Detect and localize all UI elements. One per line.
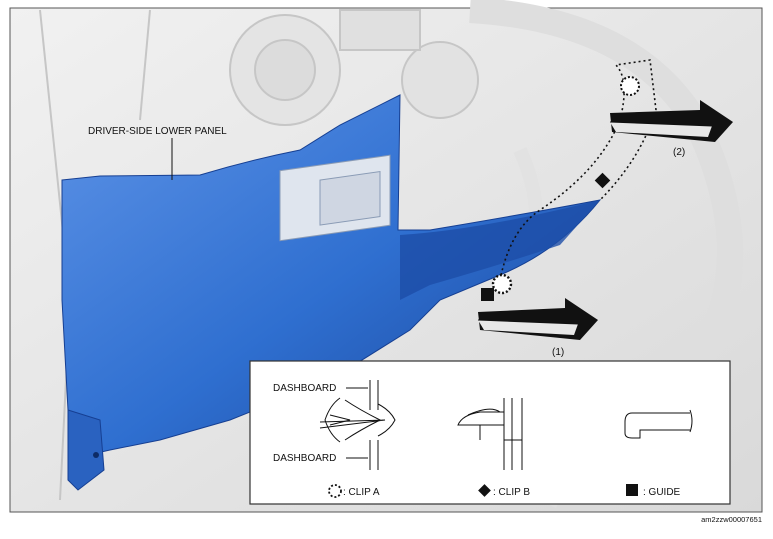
driver-side-lower-panel bbox=[61, 94, 602, 491]
guide-drawing bbox=[624, 409, 693, 439]
legend-dashboard-top: DASHBOARD bbox=[273, 383, 336, 394]
guide-symbol bbox=[626, 484, 638, 496]
figure-id: am2zzw00007651 bbox=[701, 515, 762, 524]
panel-label: DRIVER-SIDE LOWER PANEL bbox=[88, 126, 227, 137]
legend-clip-b: : CLIP B bbox=[493, 487, 530, 498]
clip-a-symbol bbox=[328, 484, 342, 498]
clip-a-drawing bbox=[319, 380, 396, 470]
legend-guide: : GUIDE bbox=[643, 487, 681, 498]
arrow-step-2 bbox=[609, 100, 733, 142]
removal-path-dotted bbox=[499, 59, 657, 281]
legend-box: DASHBOARD DASHBOARD : CLIP A : CLIP B : … bbox=[249, 360, 731, 505]
clip-b-marker bbox=[594, 172, 611, 189]
clip-a-marker-lower bbox=[491, 273, 513, 295]
step-2-label: (2) bbox=[673, 147, 685, 158]
guide-marker bbox=[481, 288, 494, 301]
step-1-label: (1) bbox=[552, 347, 564, 358]
clip-a-marker-upper bbox=[620, 76, 640, 96]
clip-b-drawing bbox=[457, 398, 523, 470]
legend-dashboard-bottom: DASHBOARD bbox=[273, 453, 336, 464]
arrow-step-1 bbox=[477, 298, 598, 340]
clip-b-symbol bbox=[478, 484, 491, 497]
legend-clip-a: : CLIP A bbox=[343, 487, 380, 498]
